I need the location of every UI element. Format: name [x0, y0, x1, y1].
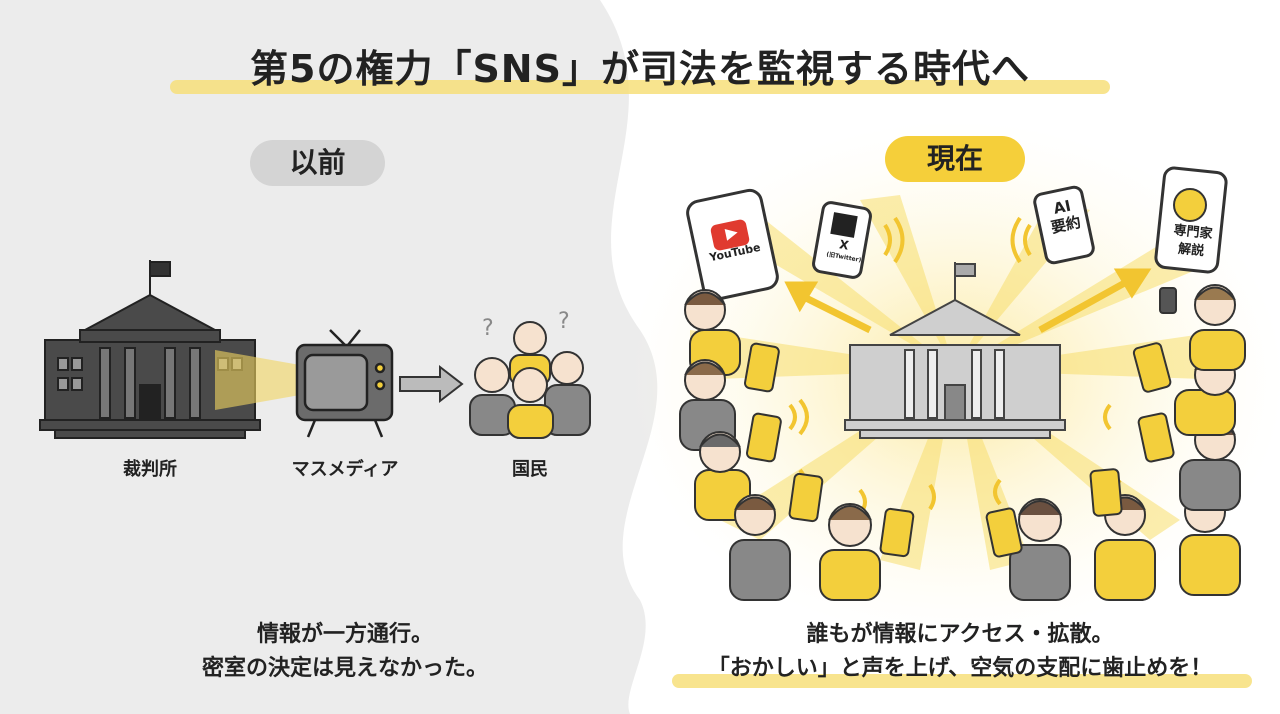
arrow-right-icon	[399, 364, 464, 404]
now-caption: 誰もが情報にアクセス・拡散。 「おかしい」と声を上げ、空気の支配に歯止めを！	[660, 618, 1260, 686]
now-caption-line: 誰もが情報にアクセス・拡散。	[806, 622, 1114, 647]
now-heading: 現在	[885, 136, 1025, 182]
person	[819, 503, 881, 601]
before-caption: 情報が一方通行。 密室の決定は見えなかった。	[150, 618, 540, 686]
svg-text:?: ?	[558, 309, 570, 334]
courthouse-center-icon	[844, 262, 1066, 439]
tv-icon	[295, 329, 394, 438]
caption-highlight	[672, 674, 1252, 688]
crowd	[679, 284, 1246, 601]
person	[729, 494, 791, 601]
crowd-phones	[744, 287, 1177, 558]
title-highlight	[170, 80, 1110, 94]
expert-line2: 解説	[1177, 241, 1205, 260]
x-logo-icon	[830, 212, 858, 238]
expert-line1: 専門家	[1172, 223, 1214, 243]
court-label: 裁判所	[123, 459, 177, 480]
expert-label: 専門家解説	[1160, 221, 1223, 263]
people-group-icon: ? ?	[469, 309, 591, 439]
svg-text:?: ?	[482, 316, 494, 341]
before-caption-line: 密室の決定は見えなかった。	[201, 656, 488, 681]
expert-avatar-icon	[1173, 188, 1207, 222]
now-caption-line: 「おかしい」と声を上げ、空気の支配に歯止めを！	[707, 656, 1213, 681]
before-caption-line: 情報が一方通行。	[256, 622, 433, 647]
person	[1189, 284, 1246, 371]
page-title: 第5の権力「SNS」が司法を監視する時代へ	[250, 47, 1030, 91]
media-label: マスメディア	[291, 459, 399, 480]
arrows	[784, 268, 1152, 334]
before-heading: 以前	[250, 140, 385, 186]
ai-phone	[1033, 185, 1095, 265]
person	[1009, 498, 1071, 601]
people-label: 国民	[512, 459, 548, 480]
